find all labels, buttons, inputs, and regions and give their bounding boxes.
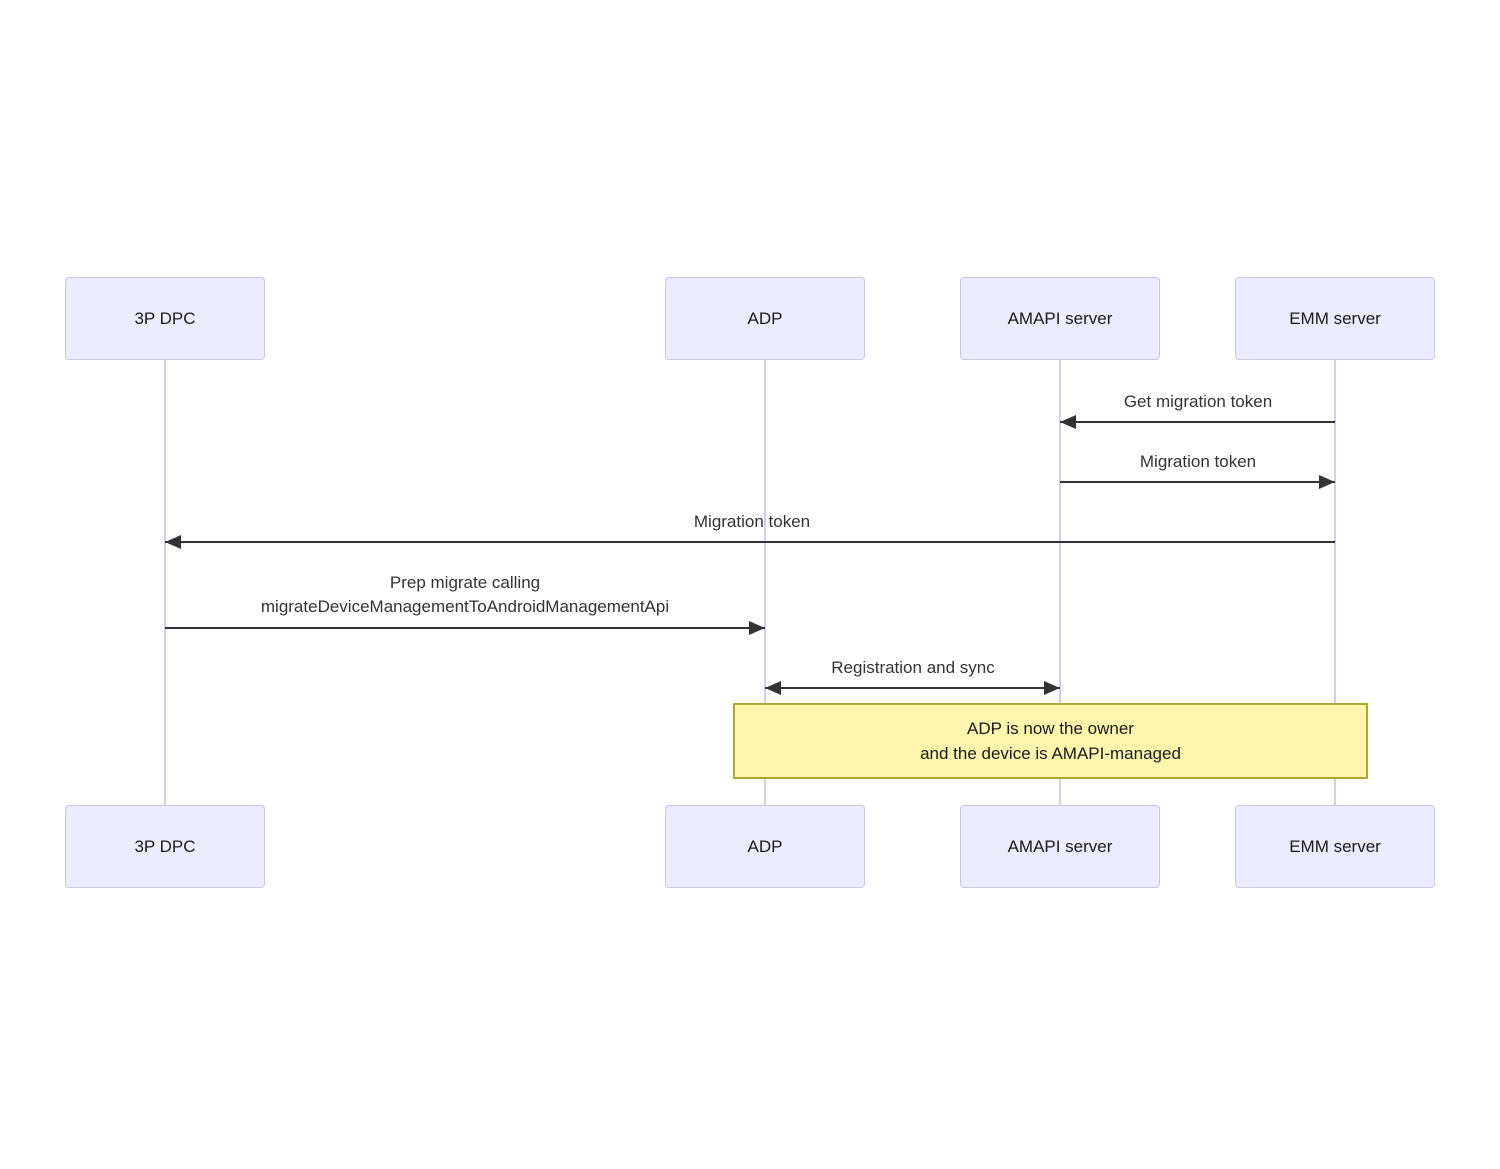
message-arrow-get-migration-token [1060,415,1335,429]
actor-adp-bottom: ADP [665,805,865,888]
message-arrow-migration-token-to-emm [1060,475,1335,489]
actor-3p-dpc-top: 3P DPC [65,277,265,360]
message-label-registration-and-sync: Registration and sync [831,658,995,677]
arrowhead-left-icon [765,681,781,695]
arrowhead-right-icon [1319,475,1335,489]
arrow-line [765,687,1060,689]
arrow-line [165,627,765,629]
arrow-line [1060,481,1335,483]
actor-amapi-server-top: AMAPI server [960,277,1160,360]
note-line: ADP is now the owner [967,719,1134,738]
message-arrow-migration-token-to-dpc [165,535,1335,549]
actor-label: ADP [747,836,783,856]
actor-label: EMM server [1289,308,1381,328]
message-label-migration-token-to-dpc: Migration token [693,512,811,531]
message-label-get-migration-token: Get migration token [1123,392,1273,411]
lifeline-emm-server [1334,360,1336,806]
arrow-line [165,541,1335,543]
actor-label: 3P DPC [134,836,196,856]
message-label-line: migrateDeviceManagementToAndroidManageme… [260,597,670,616]
note-line: and the device is AMAPI-managed [920,744,1181,763]
arrow-line [1060,421,1335,423]
arrowhead-left-icon [1060,415,1076,429]
actor-label: ADP [747,308,783,328]
actor-emm-server-bottom: EMM server [1235,805,1435,888]
actor-amapi-server-bottom: AMAPI server [960,805,1160,888]
message-arrow-registration-and-sync [765,681,1060,695]
arrowhead-right-icon [1044,681,1060,695]
actor-label: 3P DPC [134,308,196,328]
message-label-line: Prep migrate calling [389,573,541,592]
note-adp-owner: ADP is now the owner and the device is A… [733,703,1368,779]
arrowhead-right-icon [749,621,765,635]
lifeline-adp [764,360,766,806]
actor-label: AMAPI server [1007,836,1113,856]
actor-adp-top: ADP [665,277,865,360]
actor-3p-dpc-bottom: 3P DPC [65,805,265,888]
actor-label: AMAPI server [1007,308,1113,328]
actor-label: EMM server [1289,836,1381,856]
message-label-prep-migrate: Prep migrate calling migrateDeviceManage… [261,571,669,619]
actor-emm-server-top: EMM server [1235,277,1435,360]
lifeline-3p-dpc [164,360,166,806]
message-arrow-prep-migrate [165,621,765,635]
message-label-migration-token-to-emm: Migration token [1139,452,1257,471]
lifeline-amapi-server [1059,360,1061,806]
arrowhead-left-icon [165,535,181,549]
